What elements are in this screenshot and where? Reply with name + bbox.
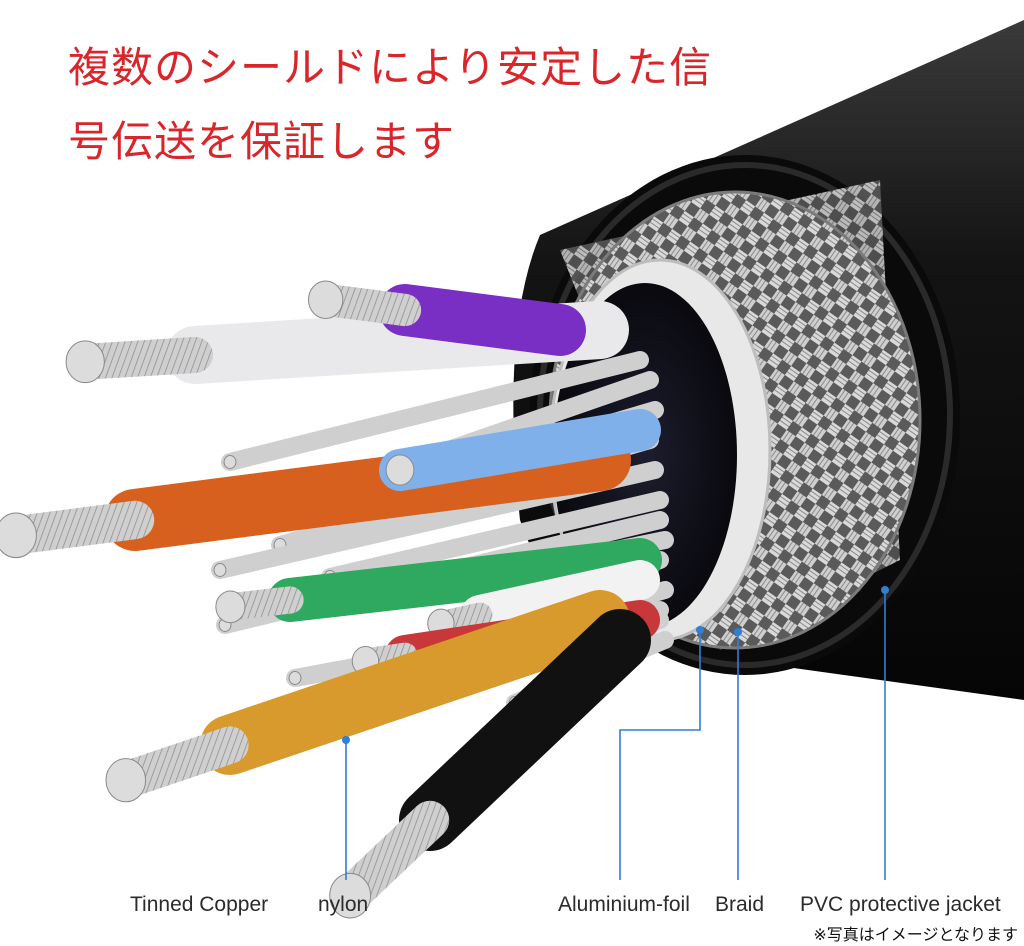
yellow-insulated-wire: [105, 590, 630, 803]
headline-line-2: 号伝送を保証します: [68, 117, 456, 166]
conductor-wires: [0, 280, 674, 919]
label-braid: Braid: [715, 893, 765, 916]
image-note: ※写真はイメージとなります: [813, 925, 1018, 944]
foil-pointer: [619, 630, 701, 880]
purple-insulated-wire: [307, 280, 586, 356]
tinned-copper-wire-1: [221, 351, 649, 471]
label-tinned-copper: Tinned Copper: [130, 893, 269, 916]
label-aluminium-foil: Aluminium-foil: [558, 893, 690, 916]
headline-line-1: 複数のシールドにより安定した信: [68, 43, 713, 92]
jacket-pointer-dot: [881, 586, 889, 594]
foil-pointer-dot: [696, 626, 704, 634]
label-nylon: nylon: [318, 893, 369, 916]
black-insulated-wire: [329, 609, 651, 919]
label-pvc-jacket: PVC protective jacket: [800, 893, 1001, 916]
green-insulated-wire: [215, 538, 662, 624]
nylon-pointer-dot: [342, 736, 350, 744]
label-pointers: [342, 586, 889, 880]
braid-pointer-dot: [734, 628, 742, 636]
blue-pair-wire: [379, 409, 661, 491]
